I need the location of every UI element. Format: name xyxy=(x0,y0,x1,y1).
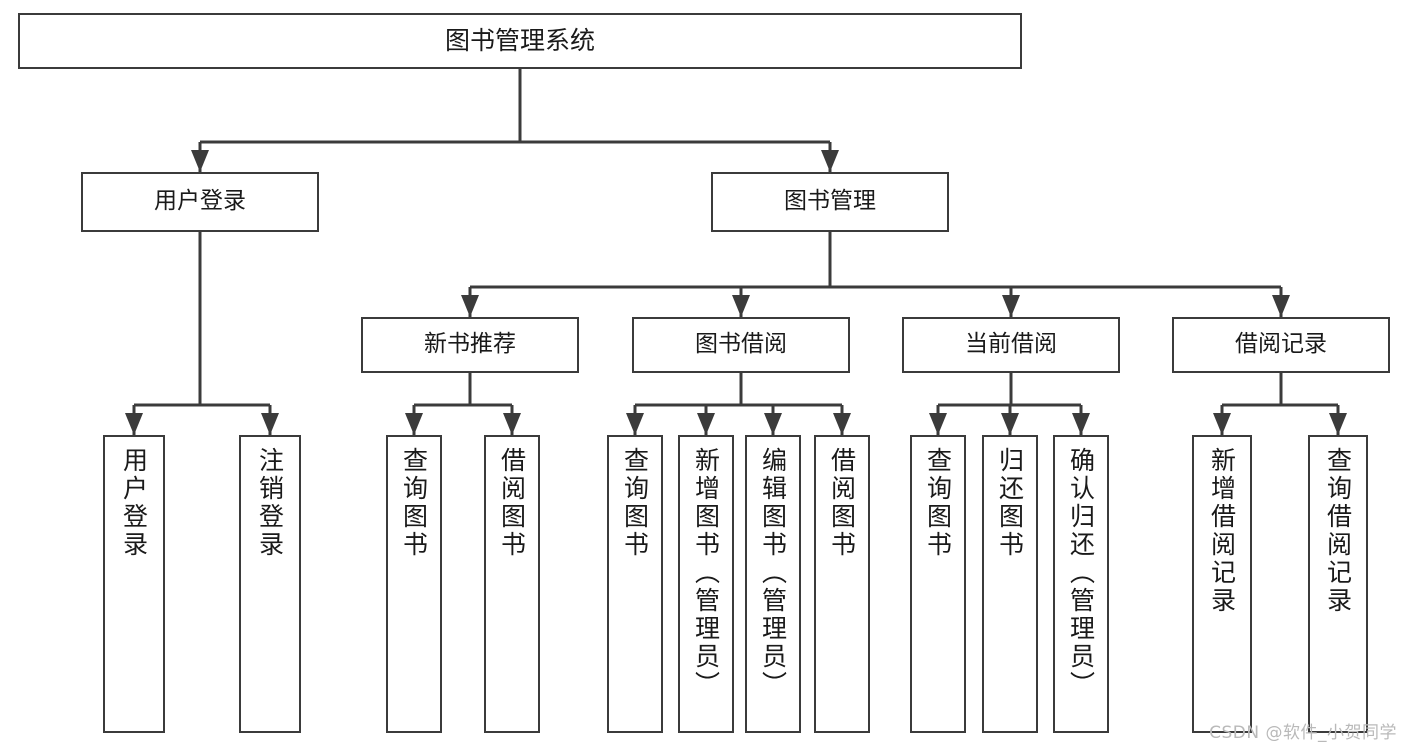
node-borrow-records-label: 借阅记录 xyxy=(1235,331,1327,358)
node-leaf-return-book[interactable]: 归还图书 xyxy=(982,435,1038,733)
node-leaf-query-book-current[interactable]: 查询图书 xyxy=(910,435,966,733)
node-leaf-edit-book-admin-label: 编辑图书（管理员） xyxy=(758,447,788,699)
node-leaf-query-book-recommend[interactable]: 查询图书 xyxy=(386,435,442,733)
node-leaf-add-borrow-record[interactable]: 新增借阅记录 xyxy=(1192,435,1252,733)
node-leaf-borrow-book[interactable]: 借阅图书 xyxy=(814,435,870,733)
node-user-login[interactable]: 用户登录 xyxy=(81,172,319,232)
node-leaf-return-book-label: 归还图书 xyxy=(995,447,1025,559)
node-book-borrow[interactable]: 图书借阅 xyxy=(632,317,850,373)
node-leaf-query-book-current-label: 查询图书 xyxy=(923,447,953,559)
node-leaf-add-borrow-record-label: 新增借阅记录 xyxy=(1207,447,1237,615)
node-new-book-recommend-label: 新书推荐 xyxy=(424,331,516,358)
node-leaf-user-logout[interactable]: 注销登录 xyxy=(239,435,301,733)
node-user-login-label: 用户登录 xyxy=(154,188,246,215)
node-leaf-user-logout-label: 注销登录 xyxy=(255,447,285,559)
node-leaf-borrow-book-recommend[interactable]: 借阅图书 xyxy=(484,435,540,733)
csdn-watermark: CSDN @软件_小贺同学 xyxy=(1209,723,1397,743)
node-book-management-label: 图书管理 xyxy=(784,188,876,215)
node-leaf-query-borrow-record-label: 查询借阅记录 xyxy=(1323,447,1353,615)
node-leaf-query-book-borrow[interactable]: 查询图书 xyxy=(607,435,663,733)
node-root[interactable]: 图书管理系统 xyxy=(18,13,1022,69)
node-leaf-edit-book-admin[interactable]: 编辑图书（管理员） xyxy=(745,435,801,733)
node-leaf-query-book-borrow-label: 查询图书 xyxy=(620,447,650,559)
node-leaf-add-book-admin-label: 新增图书（管理员） xyxy=(691,447,721,699)
node-book-management[interactable]: 图书管理 xyxy=(711,172,949,232)
node-leaf-query-borrow-record[interactable]: 查询借阅记录 xyxy=(1308,435,1368,733)
node-leaf-confirm-return-admin[interactable]: 确认归还（管理员） xyxy=(1053,435,1109,733)
node-leaf-user-login-label: 用户登录 xyxy=(119,447,149,559)
node-current-borrow-label: 当前借阅 xyxy=(965,331,1057,358)
node-borrow-records[interactable]: 借阅记录 xyxy=(1172,317,1390,373)
node-root-label: 图书管理系统 xyxy=(444,26,595,56)
node-leaf-query-book-recommend-label: 查询图书 xyxy=(399,447,429,559)
node-leaf-borrow-book-label: 借阅图书 xyxy=(827,447,857,559)
node-current-borrow[interactable]: 当前借阅 xyxy=(902,317,1120,373)
node-new-book-recommend[interactable]: 新书推荐 xyxy=(361,317,579,373)
node-book-borrow-label: 图书借阅 xyxy=(695,331,787,358)
node-leaf-user-login[interactable]: 用户登录 xyxy=(103,435,165,733)
node-leaf-add-book-admin[interactable]: 新增图书（管理员） xyxy=(678,435,734,733)
node-leaf-borrow-book-recommend-label: 借阅图书 xyxy=(497,447,527,559)
node-leaf-confirm-return-admin-label: 确认归还（管理员） xyxy=(1066,447,1096,699)
